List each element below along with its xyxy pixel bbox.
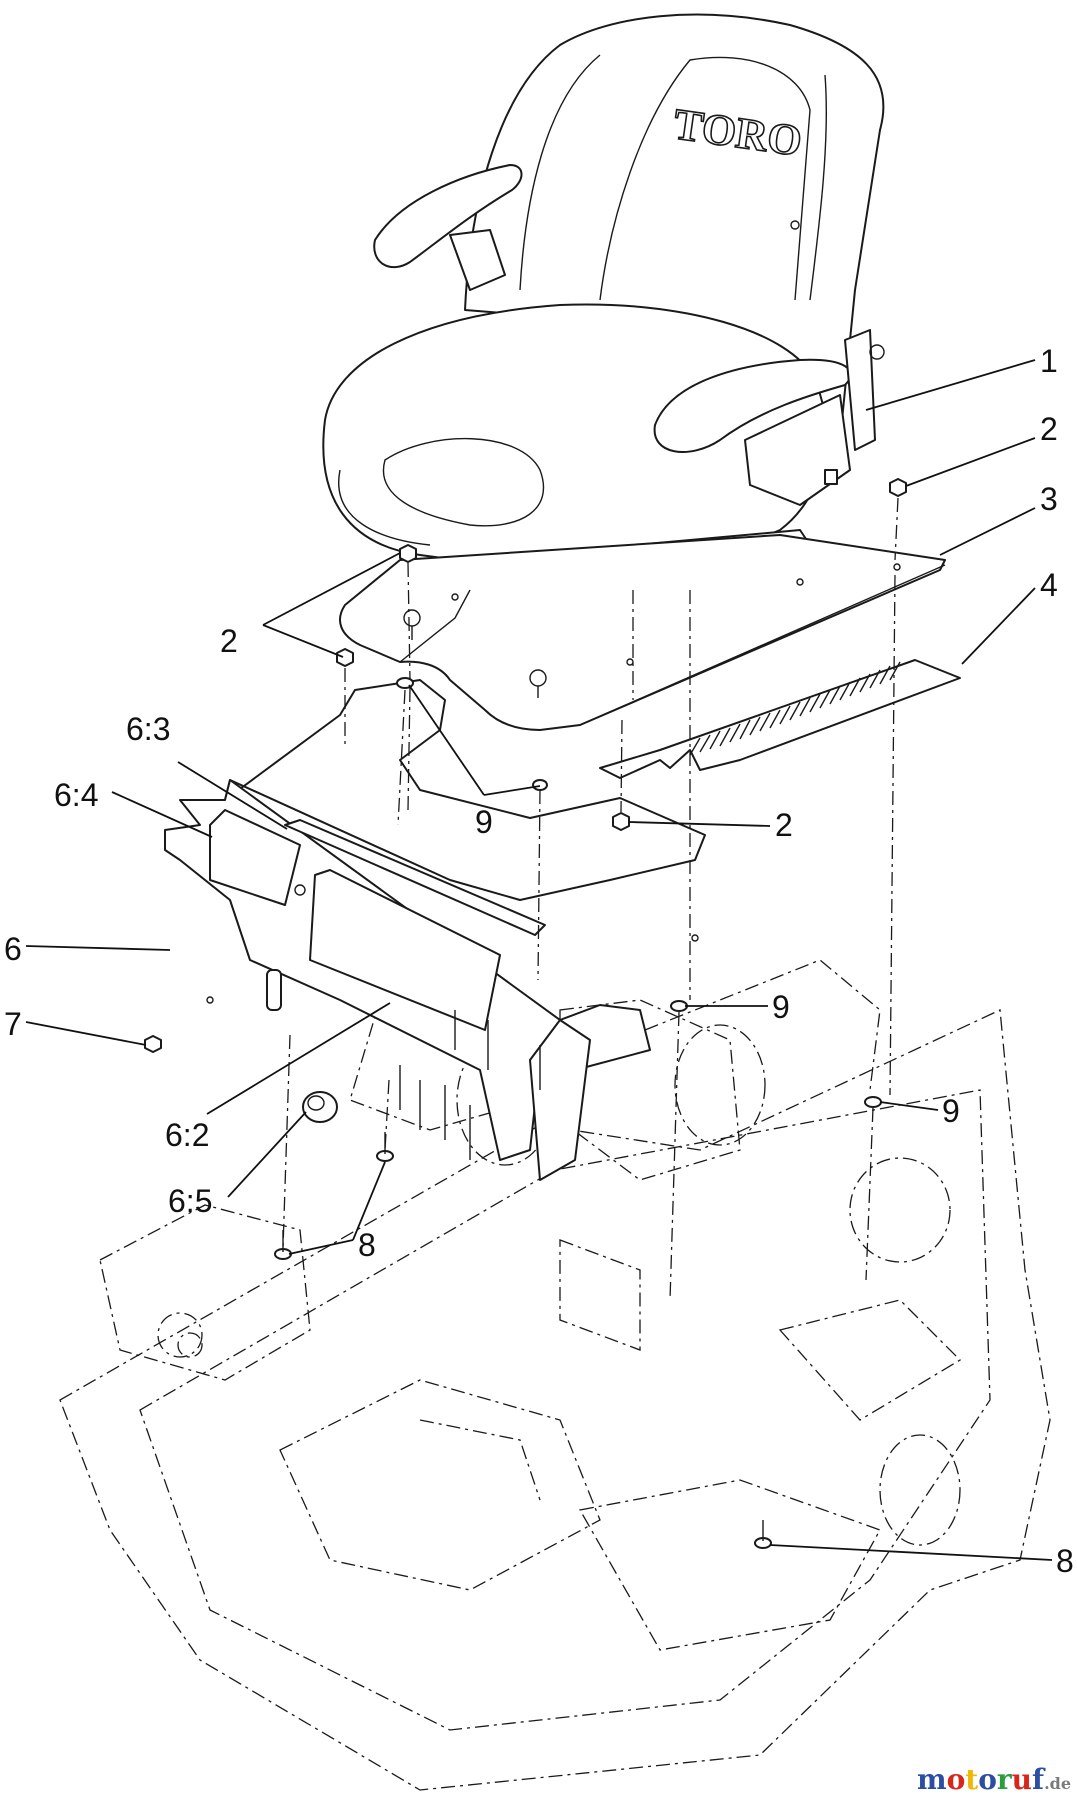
callout-6-5: 6:5 bbox=[168, 1183, 212, 1219]
callout-8-left: 8 bbox=[358, 1227, 376, 1263]
callout-labels: 1 2 3 4 2 6:3 6:4 9 2 6 7 9 9 6:2 6:5 8 … bbox=[4, 343, 1074, 1579]
callout-2-left: 2 bbox=[220, 623, 238, 659]
washer-9d bbox=[864, 1096, 882, 1108]
watermark-letter: m bbox=[916, 1763, 947, 1796]
chassis-frame bbox=[59, 959, 1051, 1791]
screw-7 bbox=[144, 1035, 162, 1053]
watermark-letter: o bbox=[946, 1763, 966, 1796]
bolt-8c bbox=[754, 1520, 772, 1549]
bumper-6-5 bbox=[302, 1091, 338, 1123]
watermark-letter: f bbox=[1032, 1763, 1045, 1796]
watermark-logo: motoruf.de bbox=[917, 1763, 1071, 1796]
callout-9-right: 9 bbox=[942, 1093, 960, 1129]
foot-grate-plate bbox=[599, 659, 961, 779]
nut-2d bbox=[612, 812, 630, 831]
callout-4: 4 bbox=[1040, 567, 1058, 603]
washer-9c bbox=[670, 1000, 688, 1012]
callout-6: 6 bbox=[4, 931, 22, 967]
watermark-letter: o bbox=[978, 1763, 997, 1796]
callout-3: 3 bbox=[1040, 481, 1058, 517]
watermark-letters: motoruf bbox=[917, 1763, 1044, 1796]
seat-mounting-plate bbox=[339, 534, 946, 731]
callout-6-4: 6:4 bbox=[54, 777, 98, 813]
watermark-letter: r bbox=[996, 1763, 1012, 1796]
callout-6-2: 6:2 bbox=[165, 1117, 209, 1153]
callout-8-right: 8 bbox=[1056, 1543, 1074, 1579]
callout-9-middle: 9 bbox=[772, 989, 790, 1025]
nut-2c bbox=[889, 478, 907, 497]
callout-6-3: 6:3 bbox=[126, 711, 170, 747]
callout-1: 1 bbox=[1040, 343, 1058, 379]
seat-assembly: TORO bbox=[322, 13, 885, 601]
bolt-8b bbox=[376, 1132, 394, 1162]
grate-slots bbox=[689, 661, 901, 756]
callout-9-upper: 9 bbox=[475, 804, 493, 840]
nut-2a bbox=[399, 544, 417, 563]
hardware bbox=[144, 478, 907, 1549]
washer-9b bbox=[532, 779, 548, 791]
seat-support-bracket bbox=[164, 679, 706, 1181]
leader-lines bbox=[25, 359, 1053, 1561]
callout-2-right: 2 bbox=[1040, 411, 1058, 447]
watermark-letter: u bbox=[1011, 1763, 1033, 1796]
watermark-suffix: .de bbox=[1044, 1774, 1071, 1793]
callout-7: 7 bbox=[4, 1006, 22, 1042]
nut-2b bbox=[336, 648, 354, 667]
callout-2-center: 2 bbox=[775, 807, 793, 843]
watermark-letter: t bbox=[965, 1763, 979, 1796]
assembly-lines bbox=[282, 497, 899, 1301]
